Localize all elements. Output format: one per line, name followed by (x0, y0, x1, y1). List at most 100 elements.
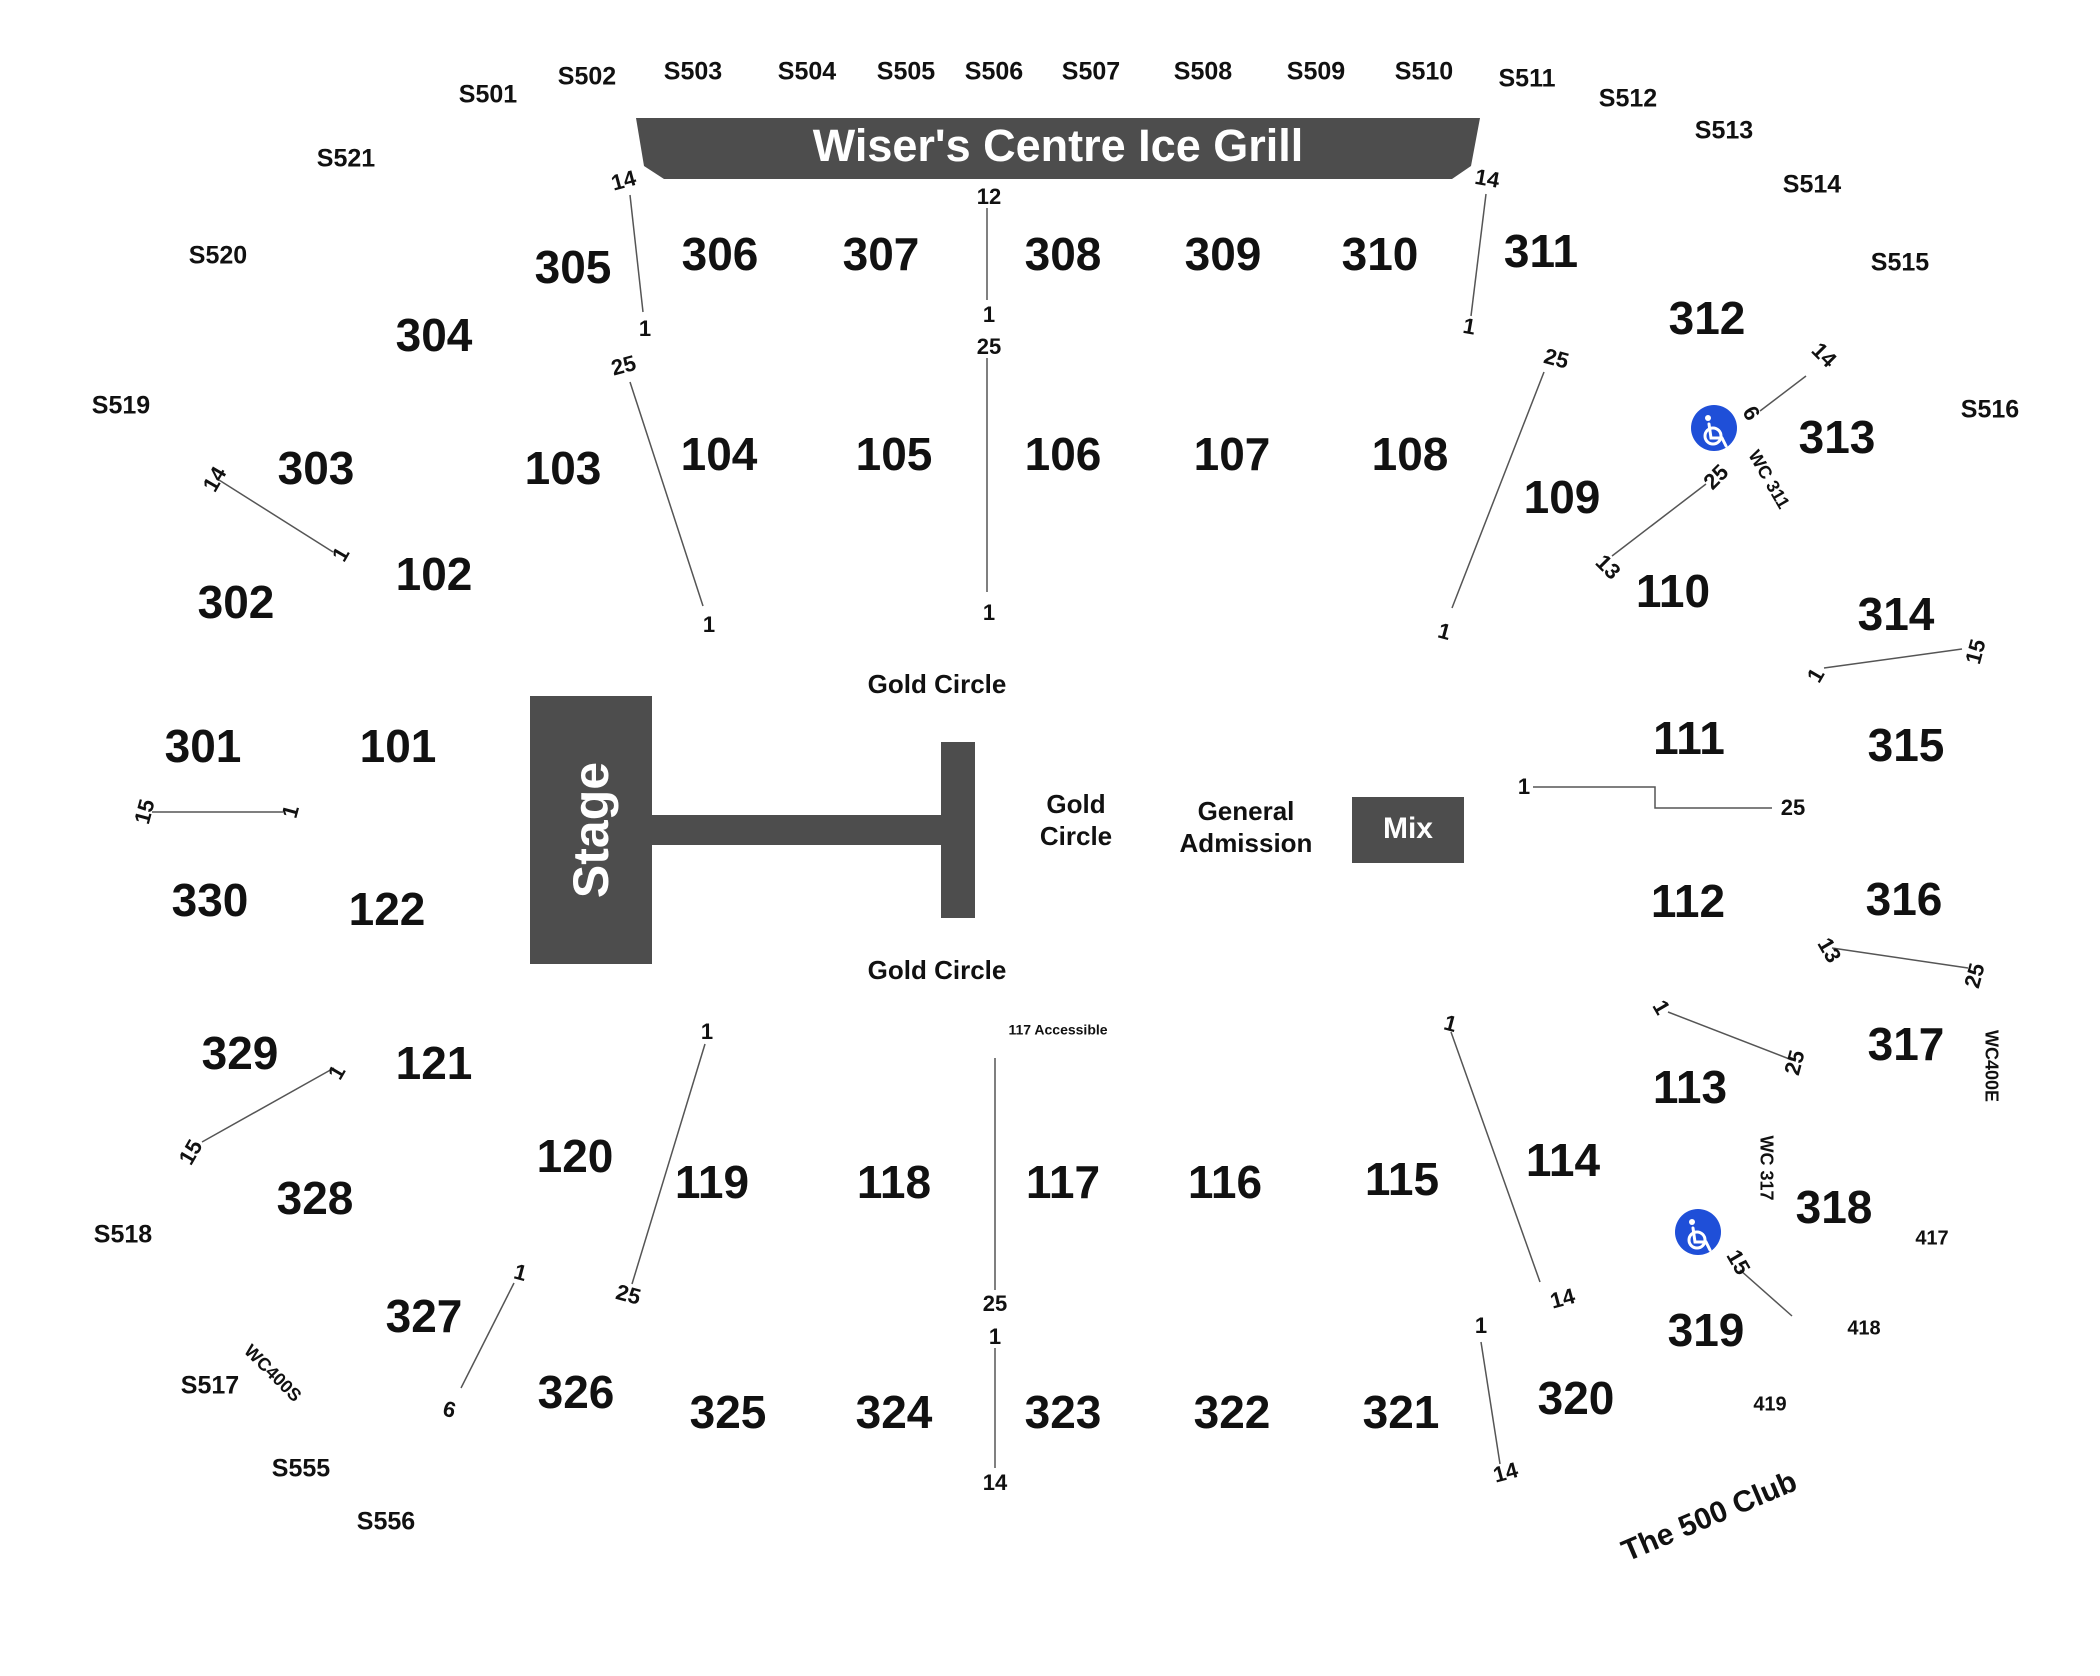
section-314[interactable]: 314 (1858, 588, 1935, 640)
suite-s502[interactable]: S502 (558, 63, 616, 91)
gold-circle-top[interactable]: Gold Circle (868, 669, 1007, 699)
suite-s511[interactable]: S511 (1498, 65, 1555, 93)
section-102[interactable]: 102 (396, 548, 473, 600)
section-318[interactable]: 318 (1796, 1181, 1873, 1233)
gold-circle-bottom[interactable]: Gold Circle (868, 955, 1007, 985)
suite-s556[interactable]: S556 (357, 1508, 415, 1536)
suite-s519[interactable]: S519 (92, 392, 150, 420)
section-103[interactable]: 103 (525, 442, 602, 494)
section-312[interactable]: 312 (1669, 292, 1746, 344)
suite-s517[interactable]: S517 (181, 1372, 239, 1400)
row-lines (152, 193, 1969, 1468)
section-315[interactable]: 315 (1868, 719, 1945, 771)
section-113[interactable]: 113 (1653, 1061, 1727, 1113)
section-301[interactable]: 301 (165, 720, 242, 772)
row-line (218, 479, 334, 553)
section-310[interactable]: 310 (1342, 228, 1419, 280)
suite-s507[interactable]: S507 (1062, 58, 1120, 86)
gold-circle-center-line-2[interactable]: Circle (1040, 821, 1112, 851)
section-110[interactable]: 110 (1636, 565, 1710, 617)
section-120[interactable]: 120 (537, 1130, 614, 1182)
section-305[interactable]: 305 (535, 241, 612, 293)
suite-s555[interactable]: S555 (272, 1455, 330, 1483)
suite-s521[interactable]: S521 (317, 145, 375, 173)
club-section-417[interactable]: 417 (1915, 1227, 1948, 1249)
section-118[interactable]: 118 (857, 1156, 931, 1208)
suite-s510[interactable]: S510 (1395, 58, 1453, 86)
section-116[interactable]: 116 (1188, 1156, 1262, 1208)
section-311[interactable]: 311 (1504, 225, 1578, 277)
general-admission-line-2[interactable]: Admission (1180, 828, 1313, 858)
section-316[interactable]: 316 (1866, 873, 1943, 925)
suite-s508[interactable]: S508 (1174, 58, 1232, 86)
section-122[interactable]: 122 (349, 883, 426, 935)
section-327[interactable]: 327 (386, 1290, 463, 1342)
section-330[interactable]: 330 (172, 874, 249, 926)
section-303[interactable]: 303 (278, 442, 355, 494)
section-115[interactable]: 115 (1365, 1153, 1439, 1205)
section-322[interactable]: 322 (1194, 1386, 1271, 1438)
section-329[interactable]: 329 (202, 1027, 279, 1079)
section-109[interactable]: 109 (1524, 471, 1601, 523)
suite-s513[interactable]: S513 (1695, 117, 1753, 145)
section-317[interactable]: 317 (1868, 1018, 1945, 1070)
section-325[interactable]: 325 (690, 1386, 767, 1438)
suite-s520[interactable]: S520 (189, 242, 247, 270)
section-319[interactable]: 319 (1668, 1304, 1745, 1356)
suite-s501[interactable]: S501 (459, 81, 517, 109)
club-section-418[interactable]: 418 (1847, 1317, 1880, 1339)
suite-s509[interactable]: S509 (1287, 58, 1345, 86)
section-121[interactable]: 121 (396, 1037, 473, 1089)
row-number-1: 1 (639, 316, 651, 341)
section-308[interactable]: 308 (1025, 228, 1102, 280)
gold-circle-center-line-1[interactable]: Gold (1046, 789, 1105, 819)
row-number-1: 1 (983, 600, 995, 625)
stage-block (530, 696, 652, 964)
section-119[interactable]: 119 (675, 1156, 749, 1208)
section-309[interactable]: 309 (1185, 228, 1262, 280)
general-admission-line-1[interactable]: General (1198, 796, 1295, 826)
suite-s516[interactable]: S516 (1961, 396, 2019, 424)
section-104[interactable]: 104 (681, 428, 758, 480)
section-324[interactable]: 324 (856, 1386, 933, 1438)
section-107[interactable]: 107 (1194, 428, 1271, 480)
section-108[interactable]: 108 (1372, 428, 1449, 480)
suite-s506[interactable]: S506 (965, 58, 1023, 86)
section-117[interactable]: 117 (1026, 1156, 1100, 1208)
suite-s505[interactable]: S505 (877, 58, 935, 86)
section-101[interactable]: 101 (360, 720, 437, 772)
row-number-1: 1 (989, 1324, 1001, 1349)
row-number-25: 25 (983, 1291, 1007, 1316)
section-114[interactable]: 114 (1526, 1134, 1601, 1186)
section-328[interactable]: 328 (277, 1172, 354, 1224)
section-302[interactable]: 302 (198, 576, 275, 628)
section-106[interactable]: 106 (1025, 428, 1102, 480)
section-323[interactable]: 323 (1025, 1386, 1102, 1438)
row-line (629, 194, 644, 313)
row-number-1: 1 (1475, 1313, 1487, 1338)
suite-s503[interactable]: S503 (664, 58, 722, 86)
suite-s518[interactable]: S518 (94, 1221, 152, 1249)
section-307[interactable]: 307 (843, 228, 920, 280)
suite-s512[interactable]: S512 (1599, 85, 1657, 113)
section-306[interactable]: 306 (682, 228, 759, 280)
club-section-419[interactable]: 419 (1753, 1393, 1786, 1415)
section-313[interactable]: 313 (1799, 411, 1876, 463)
section-326[interactable]: 326 (538, 1366, 615, 1418)
row-number-14: 14 (983, 1470, 1008, 1495)
suite-s504[interactable]: S504 (778, 58, 836, 86)
wheelchair-accessible-area-317[interactable] (1675, 1209, 1721, 1255)
suite-s514[interactable]: S514 (1783, 171, 1841, 199)
section-320[interactable]: 320 (1538, 1372, 1615, 1424)
section-111[interactable]: 111 (1653, 712, 1725, 764)
section-321[interactable]: 321 (1363, 1386, 1440, 1438)
club-section-labels: 417 418 419 (1753, 1227, 1948, 1415)
wheelchair-accessible-area-311[interactable] (1691, 405, 1737, 451)
section-112[interactable]: 112 (1651, 875, 1725, 927)
section-105[interactable]: 105 (856, 428, 933, 480)
section-304[interactable]: 304 (396, 309, 473, 361)
mix-block (1352, 797, 1464, 863)
suite-s515[interactable]: S515 (1871, 249, 1929, 277)
centre-ice-grill[interactable]: Wiser's Centre Ice Grill (636, 118, 1480, 179)
